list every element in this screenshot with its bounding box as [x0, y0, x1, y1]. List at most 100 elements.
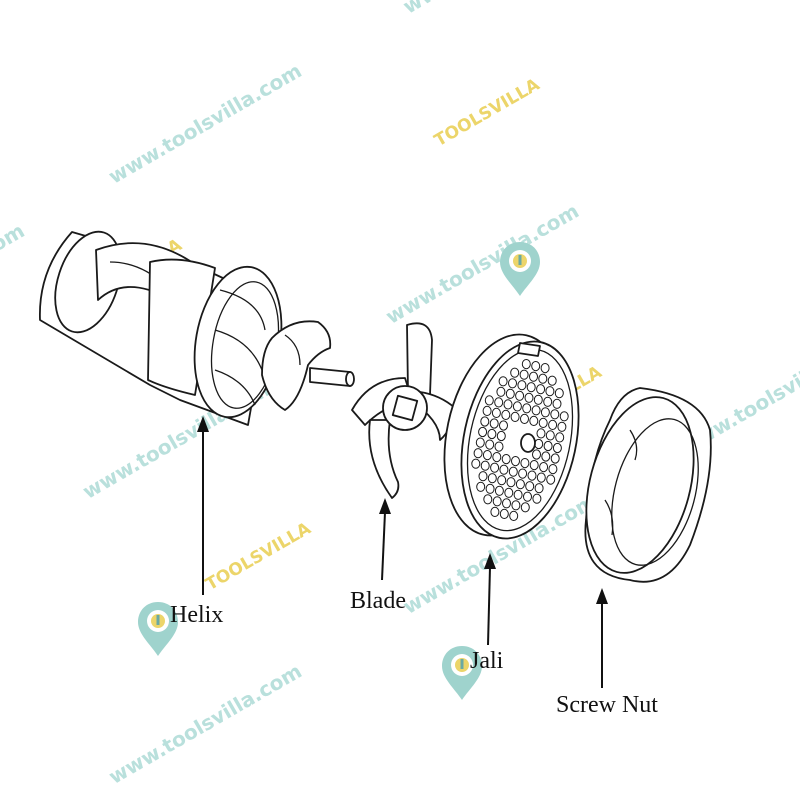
jali-hole [523, 491, 532, 502]
jali-hole [520, 458, 530, 469]
blade-label: Blade [350, 588, 406, 614]
jali-hole [509, 510, 519, 522]
jali-hole [498, 376, 508, 387]
jali-hole [511, 500, 521, 511]
watermark-brand-text: TOOLSVILLA [431, 74, 544, 151]
jali-hole [494, 485, 504, 496]
jali-hole [545, 430, 555, 441]
jali-hole [541, 451, 551, 462]
jali-hole [543, 396, 553, 407]
jali-hole [496, 430, 506, 442]
jali-part [443, 333, 580, 540]
jali-arrowhead-icon [484, 553, 496, 569]
part-labels: Helix Blade Jali Screw Nut [170, 588, 658, 718]
jali-hole [478, 426, 488, 438]
jali-hole [555, 432, 565, 443]
jali-hole [494, 397, 504, 408]
jali-hole [529, 460, 539, 471]
jali-hole [545, 386, 555, 397]
jali-hole [533, 394, 543, 405]
jali-hole [510, 367, 520, 378]
jali-hole [511, 456, 520, 467]
jali-hole [522, 403, 532, 414]
jali-hole [534, 483, 544, 494]
blade-part [351, 322, 456, 499]
watermark-site-text: www.toolsvilla.com [381, 199, 582, 329]
jali-hole [552, 398, 562, 409]
jali-hole [515, 479, 525, 490]
jali-hole [499, 508, 509, 520]
screw-nut-arrowhead-icon [596, 588, 608, 604]
jali-hole [508, 378, 517, 389]
jali-hole [534, 438, 544, 450]
watermark-site-text: www.toolsvilla.com [0, 218, 29, 348]
jali-hole [508, 466, 518, 477]
jali-hole [489, 418, 499, 429]
jali-hole [550, 409, 560, 420]
jali-hole [497, 475, 507, 486]
jali-hole [499, 420, 508, 431]
jali-hole [526, 382, 536, 393]
jali-hole [490, 462, 500, 473]
jali-hole [473, 448, 483, 459]
jali-hole [478, 471, 488, 482]
jali-hole [539, 462, 549, 473]
jali-hole [519, 369, 529, 380]
jali-hole [501, 409, 511, 420]
jali-hole [492, 452, 502, 463]
jali-hole [494, 441, 504, 452]
jali-hole [538, 417, 548, 428]
jali-label: Jali [470, 648, 504, 674]
jali-hole [547, 375, 557, 386]
jali-arrow [487, 566, 491, 646]
jali-hole [550, 453, 560, 464]
jali-hole [487, 473, 497, 484]
jali-hole [540, 407, 550, 418]
blade-arrowhead-icon [379, 498, 391, 514]
screw-nut-part [584, 387, 712, 583]
jali-hole [540, 363, 550, 374]
jali-hole [531, 405, 541, 416]
watermark-brand-text: TOOLSVILLA [202, 518, 315, 595]
jali-hole [480, 460, 490, 471]
blade-arrow [381, 511, 386, 581]
jali-hole [536, 428, 546, 439]
jali-hole [485, 483, 495, 494]
jali-hole [506, 477, 516, 488]
jali-hole [536, 384, 546, 395]
jali-hole [502, 498, 511, 509]
helix-arrowhead-icon [197, 416, 209, 432]
jali-hole [554, 388, 564, 399]
jali-hole [536, 472, 546, 483]
jali-hole [483, 494, 493, 505]
jali-hole [524, 392, 534, 403]
jali-hole [552, 442, 562, 454]
jali-hole [532, 493, 542, 504]
watermark-site-text: www.toolsvilla.com [104, 659, 305, 789]
jali-hole [548, 419, 558, 430]
jali-hole [512, 401, 522, 412]
jali-hole [492, 496, 502, 507]
watermark-site-text: www.toolsvilla.com [399, 0, 600, 19]
jali-hole [501, 454, 511, 465]
helix-label: Helix [170, 602, 223, 628]
jali-hole [480, 416, 490, 427]
jali-hole [521, 359, 531, 370]
jali-hole [515, 390, 525, 401]
location-pin-icon [500, 242, 540, 296]
jali-hole [505, 388, 515, 399]
jali-hole [557, 421, 567, 432]
jali-hole [525, 481, 535, 492]
screw-nut-label: Screw Nut [556, 692, 658, 718]
jali-hole [520, 502, 530, 513]
jali-hole [543, 440, 553, 452]
jali-hole [559, 411, 569, 422]
jali-hole [484, 395, 494, 406]
jali-hole [510, 411, 520, 422]
jali-hole [513, 489, 523, 500]
jali-hole [504, 487, 514, 498]
jali-hole [518, 468, 528, 479]
jali-hole [532, 449, 541, 460]
jali-hole [491, 407, 501, 418]
